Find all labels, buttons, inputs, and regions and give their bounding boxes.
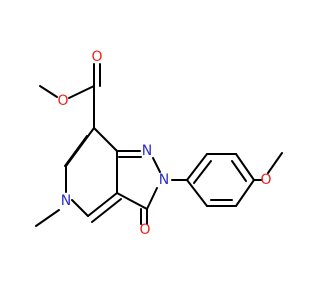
- bond-aryl-1: [186, 153, 208, 181]
- atom-ring-nitrogen-top: N: [142, 143, 152, 159]
- atom-ring-nitrogen-aryl: N: [159, 172, 169, 188]
- bond-methoxy-methyl: [267, 152, 283, 174]
- atom-methoxy-oxygen: O: [260, 172, 271, 188]
- bond-n1-n2: [152, 157, 161, 173]
- bond-ether-carbonyl: [68, 85, 95, 99]
- bond-methyl-ether: [39, 85, 58, 98]
- atom-ester-carbonyl-oxygen: O: [91, 49, 102, 65]
- atom-ketone-oxygen: O: [139, 222, 150, 238]
- bond-aryl-4: [235, 179, 255, 207]
- molecule-structure: O O N N N O O: [35, 49, 283, 238]
- bond-ring-c4-c3a-double: [91, 198, 122, 223]
- bond-n5-methyl: [35, 209, 60, 227]
- diagram-canvas: O O N N N O O: [35, 49, 283, 238]
- atom-ether-oxygen: O: [57, 93, 68, 109]
- bond-ring-c7-c7a: [93, 127, 118, 152]
- bond-aryl-3-double: [231, 160, 247, 182]
- bond-n2-c3: [146, 187, 158, 210]
- bond-aryl-6: [186, 179, 208, 207]
- bond-ring-c4-c3a: [87, 192, 118, 217]
- bond-ring-c7-c6-double: [64, 135, 88, 167]
- bond-c3-c3a: [116, 192, 148, 210]
- atom-pyridine-nitrogen: N: [61, 193, 71, 209]
- bond-aryl-1-double: [193, 160, 212, 184]
- bond-aryl-3: [235, 153, 255, 181]
- bond-ring-n5-c4: [71, 199, 89, 217]
